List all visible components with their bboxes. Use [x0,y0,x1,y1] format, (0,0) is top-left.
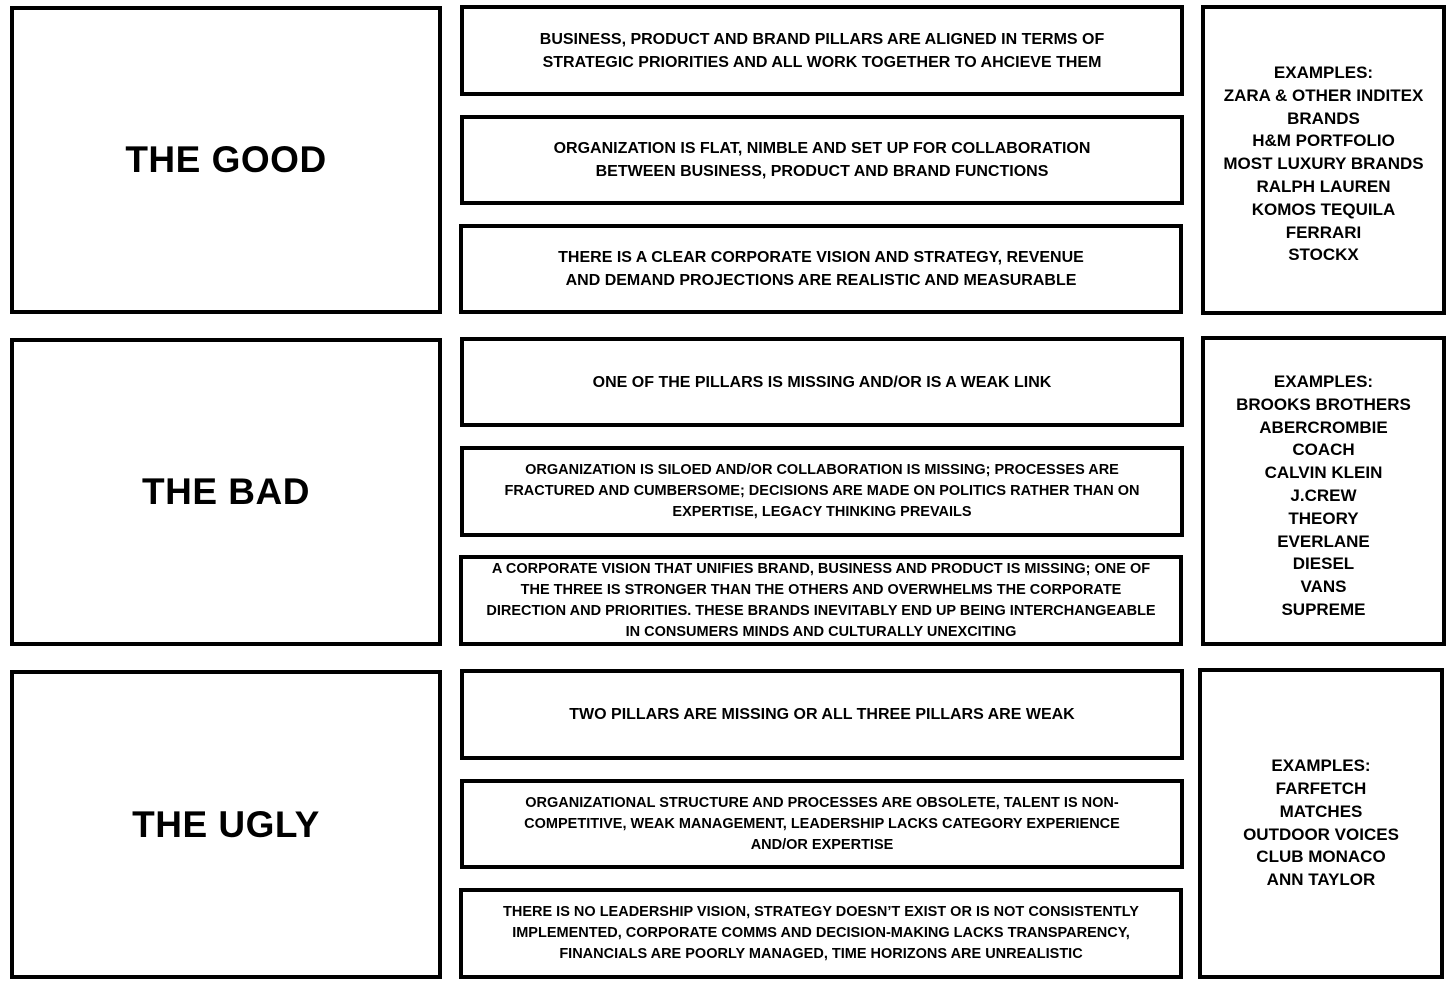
ugly-title: THE UGLY [132,803,320,845]
good-example-1: ZARA & OTHER INDITEX [1223,85,1424,105]
ugly-statement-2-text: ORGANIZATIONAL STRUCTURE AND PROCESSES A… [524,794,1120,853]
good-statement-2-text: ORGANIZATION IS FLAT, NIMBLE AND SET UP … [553,140,1091,180]
bad-statement-3: A CORPORATE VISION THAT UNIFIES BRAND, B… [459,555,1183,646]
good-statement-2: ORGANIZATION IS FLAT, NIMBLE AND SET UP … [460,115,1184,205]
bad-example-9: VANS [1300,577,1347,597]
ugly-examples-list: EXAMPLES: FARFETCH MATCHES OUTDOOR VOICE… [1237,755,1405,892]
good-example-4: MOST LUXURY BRANDS [1223,154,1424,174]
good-example-3: H&M PORTFOLIO [1252,131,1395,151]
ugly-example-5: ANN TAYLOR [1266,870,1376,890]
good-statement-1: BUSINESS, PRODUCT AND BRAND PILLARS ARE … [460,5,1184,96]
good-title: THE GOOD [125,139,327,180]
good-examples-label: EXAMPLES: [1273,63,1374,82]
bad-example-6: THEORY [1288,508,1359,528]
ugly-example-4: CLUB MONACO [1256,847,1386,867]
good-statement-1-text: BUSINESS, PRODUCT AND BRAND PILLARS ARE … [539,30,1105,71]
good-title-box: THE GOOD [10,6,442,314]
ugly-example-3: OUTDOOR VOICES [1243,824,1399,844]
good-example-6: KOMOS TEQUILA [1251,199,1396,219]
good-example-8: STOCKX [1288,245,1359,265]
bad-example-5: J.CREW [1290,485,1357,505]
bad-statement-3-text: A CORPORATE VISION THAT UNIFIES BRAND, B… [486,560,1156,640]
bad-statement-2-text: ORGANIZATION IS SILOED AND/OR COLLABORAT… [504,462,1140,520]
good-example-7: FERRARI [1285,222,1362,242]
bad-example-10: SUPREME [1281,599,1366,619]
ugly-statement-3-text: THERE IS NO LEADERSHIP VISION, STRATEGY … [503,904,1139,962]
ugly-statement-1-text: TWO PILLARS ARE MISSING OR ALL THREE PIL… [569,706,1075,723]
bad-statement-1: ONE OF THE PILLARS IS MISSING AND/OR IS … [460,337,1184,427]
bad-examples-list: EXAMPLES: BROOKS BROTHERS ABERCROMBIE CO… [1230,371,1417,622]
bad-example-7: EVERLANE [1277,531,1370,551]
bad-statement-1-text: ONE OF THE PILLARS IS MISSING AND/OR IS … [592,373,1052,391]
bad-examples-label: EXAMPLES: [1273,372,1374,391]
ugly-examples-label: EXAMPLES: [1271,756,1371,776]
bad-statement-2: ORGANIZATION IS SILOED AND/OR COLLABORAT… [460,446,1184,537]
ugly-example-1: FARFETCH [1275,778,1367,798]
bad-example-1: BROOKS BROTHERS [1236,394,1411,414]
good-examples-list: EXAMPLES: ZARA & OTHER INDITEX BRANDS H&… [1217,62,1429,267]
good-statement-3: THERE IS A CLEAR CORPORATE VISION AND ST… [459,224,1183,314]
good-statement-3-text: THERE IS A CLEAR CORPORATE VISION AND ST… [558,249,1084,289]
bad-title: THE BAD [142,471,310,512]
bad-example-8: DIESEL [1292,554,1355,574]
bad-example-3: COACH [1292,440,1355,460]
ugly-statement-1: TWO PILLARS ARE MISSING OR ALL THREE PIL… [460,669,1184,760]
bad-example-4: CALVIN KLEIN [1264,463,1383,483]
good-example-2: BRANDS [1287,108,1360,128]
ugly-example-2: MATCHES [1279,801,1363,821]
bad-example-2: ABERCROMBIE [1259,417,1388,437]
ugly-statement-2: ORGANIZATIONAL STRUCTURE AND PROCESSES A… [460,779,1184,869]
good-examples-box: EXAMPLES: ZARA & OTHER INDITEX BRANDS H&… [1201,5,1446,315]
bad-title-box: THE BAD [10,338,442,646]
ugly-examples-box: EXAMPLES: FARFETCH MATCHES OUTDOOR VOICE… [1198,668,1444,979]
good-example-5: RALPH LAUREN [1256,176,1391,196]
bad-examples-box: EXAMPLES: BROOKS BROTHERS ABERCROMBIE CO… [1201,336,1446,646]
ugly-statement-3: THERE IS NO LEADERSHIP VISION, STRATEGY … [459,888,1183,979]
ugly-title-box: THE UGLY [10,670,442,979]
